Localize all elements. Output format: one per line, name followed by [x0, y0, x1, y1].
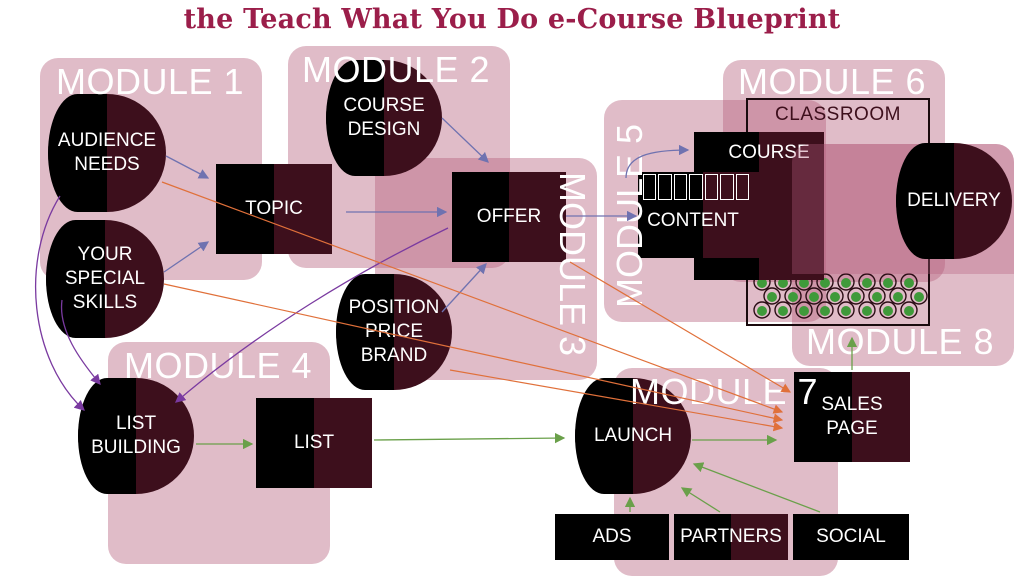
seat-outline [900, 301, 918, 319]
seat-occupant [862, 278, 872, 288]
seat-occupant [778, 306, 788, 316]
seat-outline [847, 287, 865, 305]
seat-outline [795, 301, 813, 319]
seat-outline [805, 287, 823, 305]
content-block[interactable] [638, 172, 768, 258]
seat-outline [784, 287, 802, 305]
sales-page-node[interactable]: SALES PAGE [794, 372, 910, 462]
seat-occupant [914, 292, 924, 302]
seat-occupant [883, 306, 893, 316]
seat-occupant [904, 306, 914, 316]
position-price-brand-node[interactable]: POSITION PRICE BRAND [336, 274, 452, 390]
seat-occupant [767, 292, 777, 302]
seat-outline [910, 287, 928, 305]
seat-occupant [820, 278, 830, 288]
seat-occupant [830, 292, 840, 302]
classroom-label: CLASSROOM [775, 104, 901, 125]
seat-outline [879, 301, 897, 319]
seat-occupant [820, 306, 830, 316]
ads-node[interactable]: ADS [555, 514, 669, 560]
seat-outline [816, 301, 834, 319]
seat-occupant [862, 306, 872, 316]
seat-outline [889, 287, 907, 305]
content-label: CONTENT [647, 210, 739, 231]
seat-outline [858, 273, 876, 291]
seat-occupant [851, 292, 861, 302]
seat-occupant [788, 292, 798, 302]
module-4-label: MODULE 4 [124, 345, 313, 386]
seat-outline [900, 273, 918, 291]
course-label: COURSE [728, 142, 810, 163]
seat-occupant [799, 278, 809, 288]
diagram-title: the Teach What You Do e-Course Blueprint [183, 4, 841, 35]
seat-occupant [872, 292, 882, 302]
seat-occupant [883, 278, 893, 288]
partners-node[interactable]: PARTNERS [674, 514, 788, 560]
delivery-node[interactable]: DELIVERY [896, 143, 1012, 259]
offer-node[interactable]: OFFER [452, 172, 566, 262]
seat-outline [826, 287, 844, 305]
content-filmstrip [643, 174, 749, 200]
seat-outline [837, 301, 855, 319]
module-8-label: MODULE 8 [806, 321, 995, 362]
seat-outline [837, 273, 855, 291]
seat-occupant [893, 292, 903, 302]
seat-occupant [799, 306, 809, 316]
seat-outline [753, 301, 771, 319]
seat-outline [816, 273, 834, 291]
seat-outline [774, 301, 792, 319]
social-node[interactable]: SOCIAL [793, 514, 909, 560]
seat-occupant [778, 278, 788, 288]
seat-outline [868, 287, 886, 305]
seat-occupant [757, 306, 767, 316]
module-2-label: MODULE 2 [302, 49, 491, 90]
seat-occupant [841, 278, 851, 288]
seat-occupant [809, 292, 819, 302]
seat-occupant [757, 278, 767, 288]
course-design-node[interactable]: COURSE DESIGN [326, 60, 442, 176]
audience-needs-node[interactable]: AUDIENCE NEEDS [48, 94, 166, 212]
seat-occupant [904, 278, 914, 288]
module-6-label: MODULE 6 [738, 61, 927, 102]
special-skills-node[interactable]: YOUR SPECIAL SKILLS [46, 220, 164, 338]
list-node[interactable]: LIST [256, 398, 372, 488]
list-building-node[interactable]: LIST BUILDING [78, 378, 194, 494]
seat-outline [858, 301, 876, 319]
seat-occupant [841, 306, 851, 316]
seat-outline [763, 287, 781, 305]
seat-outline [879, 273, 897, 291]
module-1-label: MODULE 1 [56, 61, 245, 102]
